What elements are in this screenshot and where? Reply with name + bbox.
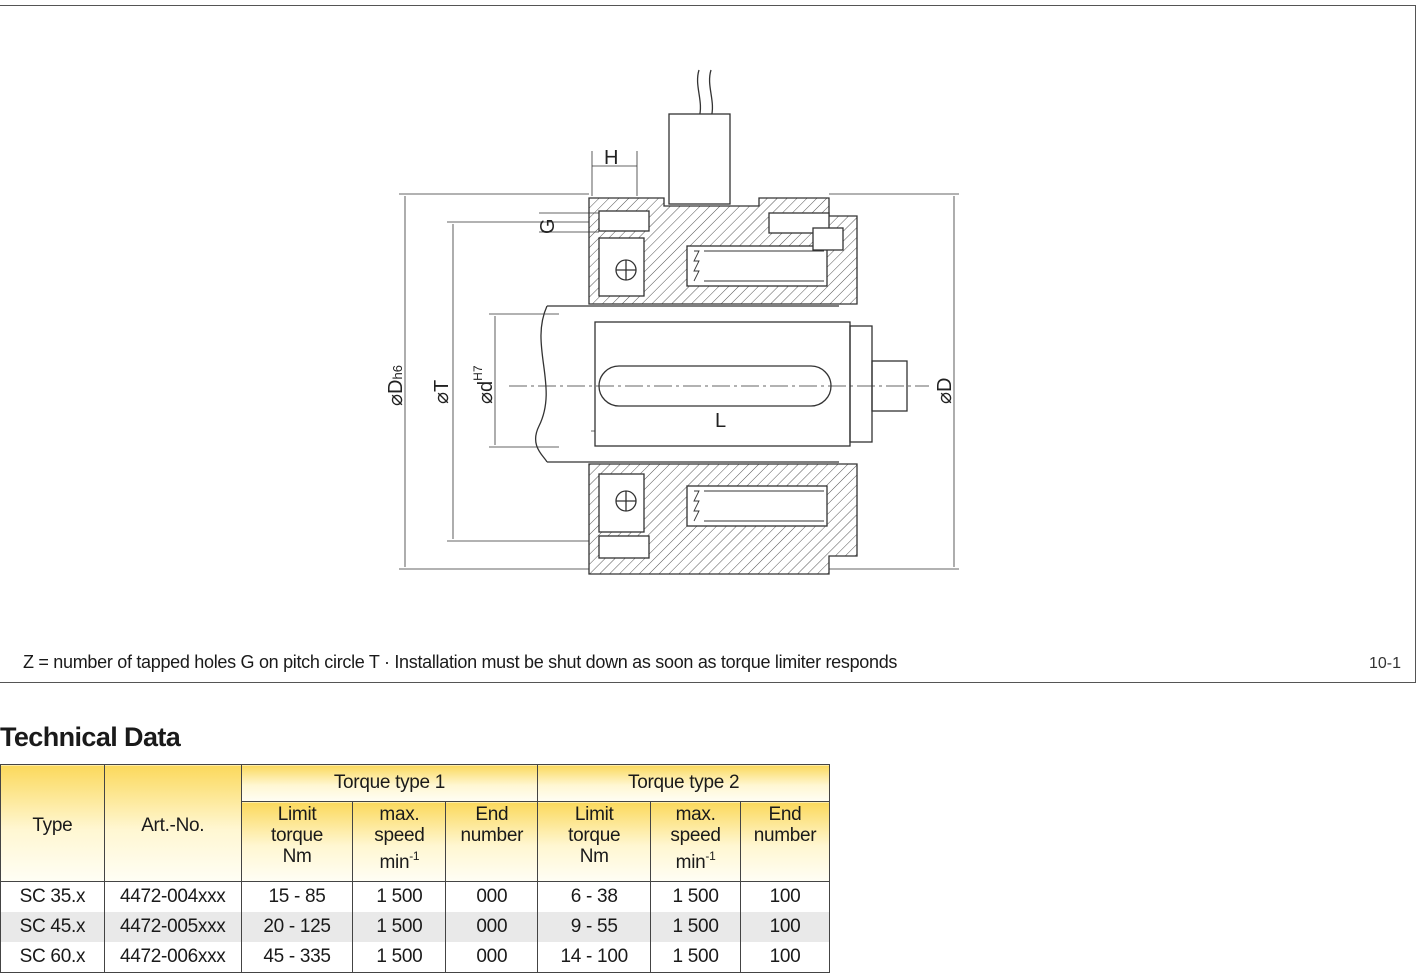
- dim-label-g: G: [537, 218, 559, 234]
- table-row: SC 35.x 4472-004xxx 15 - 85 1 500 000 6 …: [0, 881, 830, 912]
- cell-t1-limit-torque: 20 - 125: [240, 912, 354, 942]
- header-art-no: Art.-No.: [103, 764, 242, 882]
- dim-label-t: ⌀T: [431, 380, 453, 404]
- cell-t2-max-speed: 1 500: [650, 942, 742, 973]
- drawing-caption: Z = number of tapped holes G on pitch ci…: [23, 652, 898, 672]
- dim-label-l: L: [715, 410, 726, 432]
- header-type: Type: [0, 764, 105, 882]
- torque-limiter-drawing: H G ⌀Dh6 ⌀T ⌀dH7 L ⌀D: [385, 69, 959, 575]
- cell-t1-max-speed: 1 500: [352, 881, 447, 912]
- cell-t1-limit-torque: 15 - 85: [240, 881, 354, 912]
- cell-type: SC 45.x: [0, 912, 105, 942]
- cell-art-no: 4472-004xxx: [103, 881, 242, 912]
- dim-label-d-h7: ⌀dH7: [471, 365, 497, 404]
- cell-t2-end-number: 100: [740, 881, 830, 912]
- cell-t2-limit-torque: 6 - 38: [537, 881, 652, 912]
- header-torque-type-2: Torque type 2: [537, 764, 830, 802]
- technical-drawing-frame: H G ⌀Dh6 ⌀T ⌀dH7 L ⌀D Z = number of tapp…: [0, 5, 1416, 683]
- cell-t1-end-number: 000: [445, 912, 539, 942]
- dim-label-d-h6: ⌀Dh6: [385, 365, 407, 406]
- cell-t2-limit-torque: 9 - 55: [537, 912, 652, 942]
- cell-art-no: 4472-006xxx: [103, 942, 242, 973]
- table-row: SC 60.x 4472-006xxx 45 - 335 1 500 000 1…: [0, 942, 830, 973]
- technical-data-table: Type Art.-No. Torque type 1 Torque type …: [0, 764, 830, 973]
- cell-type: SC 60.x: [0, 942, 105, 973]
- header-torque-type-1: Torque type 1: [240, 764, 539, 802]
- cell-type: SC 35.x: [0, 881, 105, 912]
- section-title: Technical Data: [0, 722, 181, 752]
- cell-t1-max-speed: 1 500: [352, 942, 447, 973]
- cell-art-no: 4472-005xxx: [103, 912, 242, 942]
- table-row: SC 45.x 4472-005xxx 20 - 125 1 500 000 9…: [0, 912, 830, 942]
- figure-id: 10-1: [1368, 655, 1401, 672]
- cell-t2-limit-torque: 14 - 100: [537, 942, 652, 973]
- cell-t2-end-number: 100: [740, 942, 830, 973]
- cell-t1-end-number: 000: [445, 881, 539, 912]
- dim-label-d: ⌀D: [934, 378, 956, 404]
- cell-t1-max-speed: 1 500: [352, 912, 447, 942]
- cell-t1-end-number: 000: [445, 942, 539, 973]
- cell-t2-max-speed: 1 500: [650, 881, 742, 912]
- cell-t2-end-number: 100: [740, 912, 830, 942]
- cell-t2-max-speed: 1 500: [650, 912, 742, 942]
- cell-t1-limit-torque: 45 - 335: [240, 942, 354, 973]
- dim-label-h: H: [604, 147, 618, 169]
